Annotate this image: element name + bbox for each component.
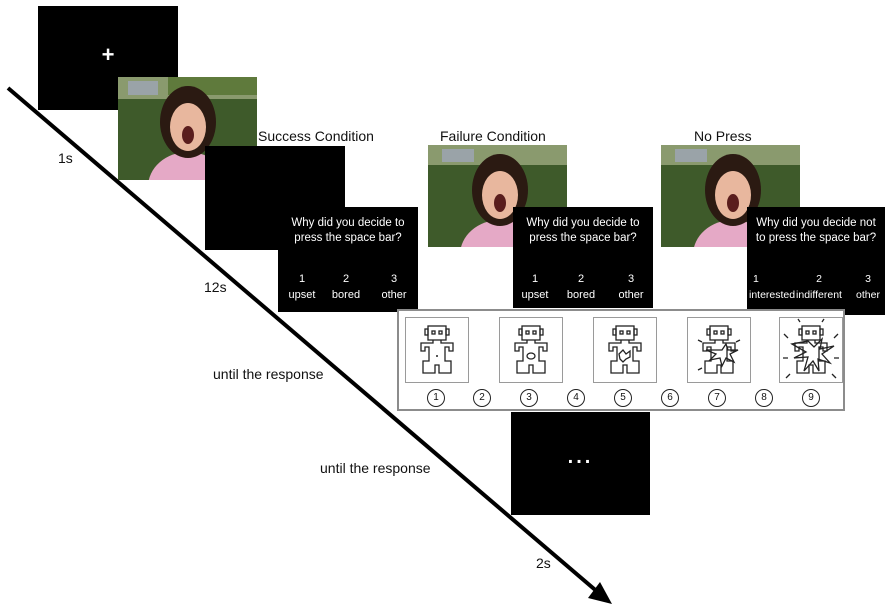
rating-option-5[interactable]: 5: [614, 389, 632, 407]
failure-question-line-2: press the space bar?: [529, 232, 637, 244]
rating-option-7[interactable]: 7: [708, 389, 726, 407]
success-question-line-2: press the space bar?: [294, 232, 402, 244]
arousal-figure-7[interactable]: [687, 317, 751, 383]
arousal-figure-5[interactable]: [593, 317, 657, 383]
nopress-question-line-1: Why did you decide not: [756, 217, 876, 229]
rating-option-2[interactable]: 2: [473, 389, 491, 407]
stimulus-photo-1: [118, 77, 257, 180]
failure-question-line-1: Why did you decide to: [526, 217, 640, 229]
rating-option-4[interactable]: 4: [567, 389, 585, 407]
success-question-screen: Why did you decide to press the space ba…: [278, 207, 418, 312]
rating-option-9[interactable]: 9: [802, 389, 820, 407]
success-question-line-1: Why did you decide to: [291, 217, 405, 229]
timing-question: 12s: [204, 279, 227, 295]
arousal-figure-9[interactable]: [779, 317, 843, 383]
rating-option-6[interactable]: 6: [661, 389, 679, 407]
timing-continue: until the response: [320, 460, 431, 476]
timing-blank: 2s: [536, 555, 551, 571]
manikin-calm-icon: [420, 325, 454, 374]
rating-scale-panel: 1 2 3 4 5 6 7 8 9: [397, 309, 845, 411]
nopress-condition-title: No Press: [694, 128, 752, 144]
rating-option-8[interactable]: 8: [755, 389, 773, 407]
success-condition-title: Success Condition: [258, 128, 374, 144]
timing-fixation: 1s: [58, 150, 73, 166]
fixation-cross: +: [101, 42, 115, 67]
failure-question-screen: Why did you decide to press the space ba…: [513, 207, 653, 308]
arousal-figure-3[interactable]: [499, 317, 563, 383]
child-photo-icon: [118, 77, 257, 180]
nopress-question-screen: Why did you decide not to press the spac…: [747, 207, 885, 315]
timing-rating: until the response: [213, 366, 324, 382]
rating-option-1[interactable]: 1: [427, 389, 445, 407]
arousal-figure-1[interactable]: [405, 317, 469, 383]
manikin-high-icon: [697, 325, 741, 374]
ellipsis-text: ...: [567, 446, 594, 468]
nopress-question-line-2: to press the space bar?: [755, 232, 877, 244]
continue-screen: ...: [511, 412, 650, 515]
manikin-medium-icon: [608, 325, 642, 374]
failure-condition-title: Failure Condition: [440, 128, 546, 144]
rating-option-3[interactable]: 3: [520, 389, 538, 407]
manikin-extreme-icon: [783, 318, 839, 379]
manikin-mild-icon: [514, 325, 548, 374]
